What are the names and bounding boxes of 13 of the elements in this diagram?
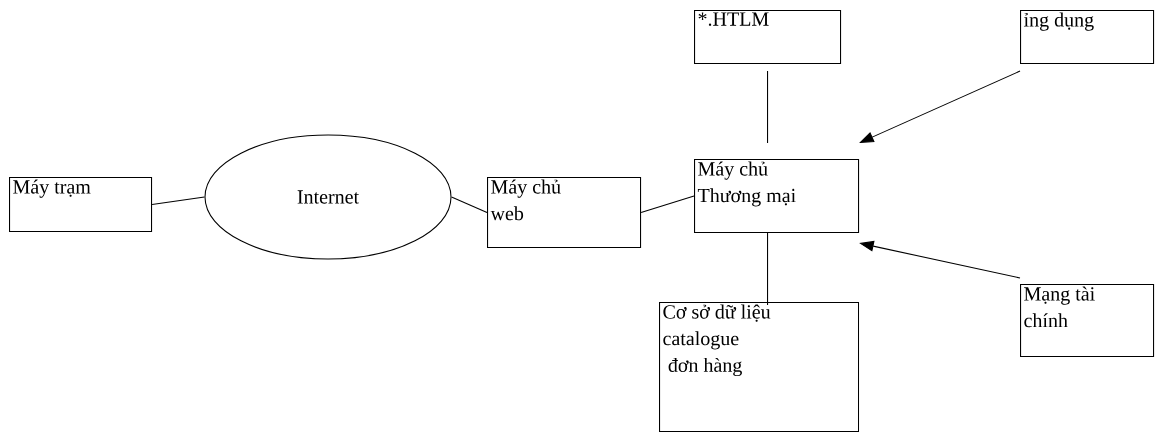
- connector-line: [451, 196, 488, 214]
- connector-line: [151, 196, 205, 206]
- process-box: *.HTLM: [694, 10, 842, 65]
- process-box: Máy trạm: [9, 177, 153, 233]
- process-box: Máy chủ web: [487, 177, 642, 249]
- process-box: ỉng dụng: [1020, 10, 1155, 65]
- connector-line: [640, 195, 695, 214]
- process-box: Máy chủ Thương mại: [694, 159, 860, 234]
- connector-line: [767, 70, 769, 144]
- connector-line: [767, 232, 769, 306]
- process-box: Cơ sở dữ liệu catalogue đơn hàng: [659, 302, 860, 432]
- process-box: Mạng tài chính: [1020, 284, 1155, 358]
- arrow: [859, 70, 1021, 143]
